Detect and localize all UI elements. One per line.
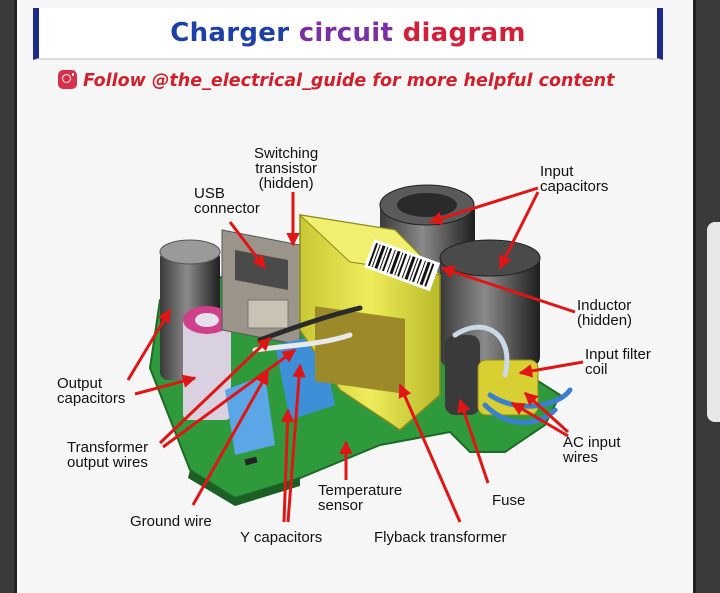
follow-text: Follow @the_electrical_guide for more he… [83,71,615,91]
arrow-inductor [440,265,576,314]
label-ac-input-wires: AC input wires [563,434,621,466]
arrow-input-filter-coil [518,360,584,378]
label-temperature-sensor: Temperature sensor [318,482,403,514]
label-y-capacitors: Y capacitors [240,529,323,546]
title-word-3: diagram [402,18,526,48]
callout-arrows [126,186,584,523]
instagram-icon [58,70,77,89]
arrow-fuse [457,398,490,484]
usb-connector [221,229,301,346]
label-flyback-transformer: Flyback transformer [374,529,507,546]
title-banner: Charger circuit diagram [33,8,663,60]
small-capacitor [183,306,231,420]
arrow-input-capacitor-2 [498,191,540,270]
label-fuse: Fuse [492,492,526,509]
label-ground-wire: Ground wire [130,513,212,530]
follow-line: Follow @the_electrical_guide for more he… [58,70,638,98]
arrow-ground-wire [191,370,270,506]
arrow-usb-connector [228,221,267,270]
title-word-2: circuit [298,18,394,48]
label-input-capacitors: Input capacitors [540,163,609,195]
title-word-1: Charger [170,18,290,48]
label-input-filter-coil: Input filter coil [585,346,651,378]
arrow-transformer-output-1 [158,336,272,445]
arrow-ac-input-wire-2 [510,401,569,438]
page-title: Charger circuit diagram [39,8,657,58]
arrow-transformer-output-2 [162,348,297,449]
side-tab [707,222,720,422]
arrow-ac-input-wire-1 [523,391,570,434]
arrow-y-capacitor-2 [286,363,306,523]
label-transformer-output-wires: Transformer output wires [67,439,149,471]
arrow-y-capacitor-1 [280,408,295,523]
label-switching-transistor: Switching transistor (hidden) [254,145,319,192]
arrow-input-capacitor-1 [428,186,539,225]
label-inductor: Inductor (hidden) [577,297,633,329]
arrow-flyback-transformer [398,383,462,523]
flyback-transformer [298,214,442,431]
fuse [445,335,480,415]
label-usb-connector: USB connector [194,185,260,217]
label-output-capacitors: Output capacitors [57,375,126,407]
arrow-output-capacitor-2 [134,374,197,396]
arrow-output-capacitor-1 [126,308,172,381]
